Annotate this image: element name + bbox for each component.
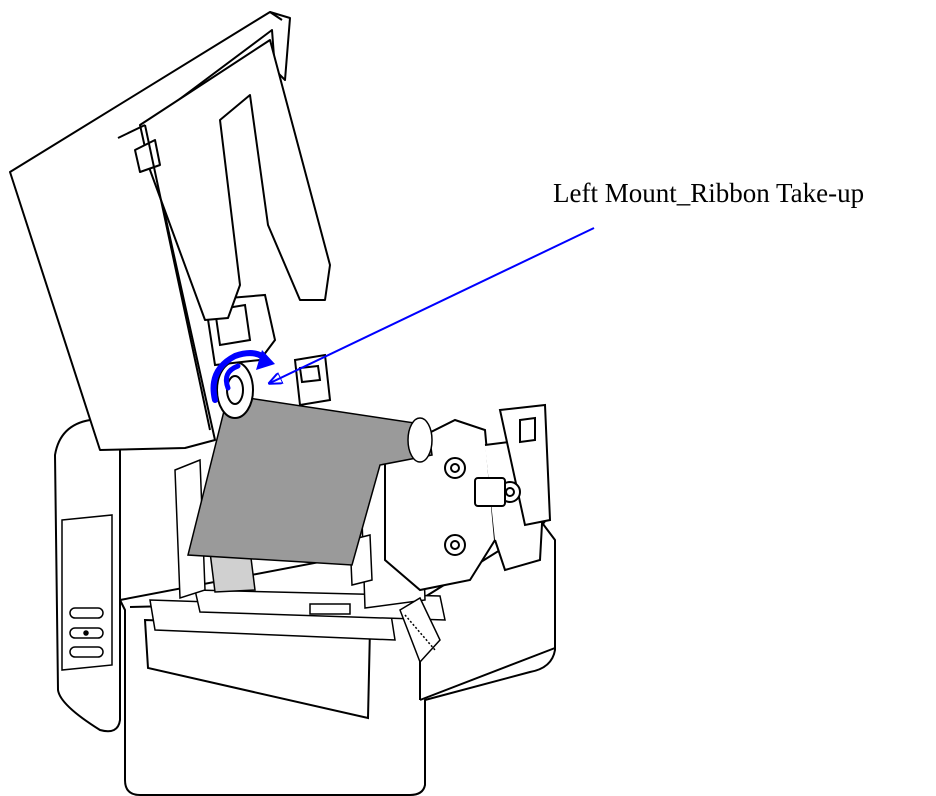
rotation-arrow-icon [210, 350, 275, 403]
ribbon-media [187, 394, 433, 566]
front-panel [61, 514, 113, 671]
ribbon-supply-assembly [384, 403, 552, 592]
top-cover [9, 11, 331, 451]
callout-label: Left Mount_Ribbon Take-up [553, 178, 865, 208]
callout-arrow-icon [270, 227, 595, 383]
